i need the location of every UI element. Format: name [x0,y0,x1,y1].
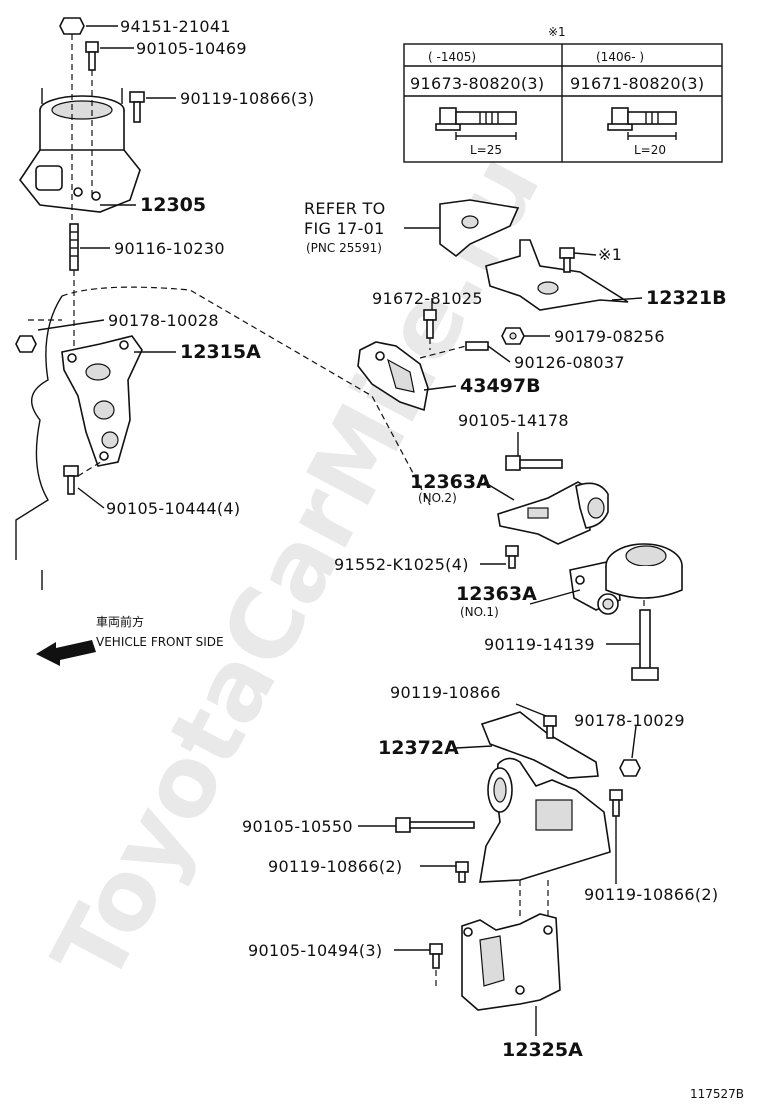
figure-id: 117527B [690,1087,744,1101]
engine-block-outline [15,286,431,590]
table-note-mark: ※1 [548,25,566,39]
label-90179-08256: 90179-08256 [554,327,665,346]
label-12363A-no1: 12363A [456,583,537,605]
table-length-early: L=25 [470,143,502,157]
bracket-12372A-drawing [358,703,641,920]
label-no2: (NO.2) [418,491,457,505]
label-90105-10469: 90105-10469 [136,39,247,58]
label-90105-14178: 90105-14178 [458,411,569,430]
reference-bracket-drawing [404,199,520,258]
label-90119-10866-2-right: 90119-10866(2) [584,885,718,904]
label-note1-bolt: ※1 [598,245,622,264]
leader-lines-left [37,25,176,509]
bolt-drawing-early [435,107,517,140]
label-12372A: 12372A [378,737,459,759]
label-12305: 12305 [140,194,206,216]
label-90119-14139: 90119-14139 [484,635,595,654]
label-90116-10230: 90116-10230 [114,239,225,258]
label-90119-10866-3: 90119-10866(3) [180,89,314,108]
label-94151-21041: 94151-21041 [120,17,231,36]
table-header-late: (1406- ) [596,50,644,64]
bracket-12321B-drawing [485,239,643,311]
label-90105-10444-4: 90105-10444(4) [106,499,240,518]
label-90178-10029: 90178-10029 [574,711,685,730]
bracket-43497B-drawing [357,298,550,412]
bracket-12315A-drawing [61,335,143,495]
label-90119-10866-2-left: 90119-10866(2) [268,857,402,876]
bolt-variant-table: ※1 ( -1405) (1406- ) 91673-80820(3) 9167… [403,25,723,163]
label-90126-08037: 90126-08037 [514,353,625,372]
bolt-drawing-late [607,107,677,140]
label-12363A-no2: 12363A [410,471,491,493]
mount-12363A-drawing [480,432,683,681]
label-90119-10866: 90119-10866 [390,683,501,702]
label-refer-fig: FIG 17-01 [304,219,385,238]
table-part-early: 91673-80820(3) [410,74,544,93]
engine-mount-12305-drawing [19,17,145,350]
label-no1: (NO.1) [460,605,499,619]
label-43497B: 43497B [460,375,541,397]
label-front-en: VEHICLE FRONT SIDE [96,635,224,649]
label-90105-10550: 90105-10550 [242,817,353,836]
table-length-late: L=20 [634,143,666,157]
label-front-jp: 車両前方 [96,614,144,629]
label-refer-to: REFER TO [304,199,386,218]
table-header-early: ( -1405) [428,50,476,64]
label-12321B: 12321B [646,287,727,309]
vehicle-front-arrow [36,640,96,666]
label-refer-pnc: (PNC 25591) [306,241,382,255]
label-12315A: 12315A [180,341,261,363]
table-part-late: 91671-80820(3) [570,74,704,93]
label-91552-K1025-4: 91552-K1025(4) [334,555,469,574]
label-90178-10028: 90178-10028 [108,311,219,330]
label-91672-81025: 91672-81025 [372,289,483,308]
label-12325A: 12325A [502,1039,583,1061]
bracket-12325A-drawing [394,913,561,1036]
label-90105-10494-3: 90105-10494(3) [248,941,382,960]
